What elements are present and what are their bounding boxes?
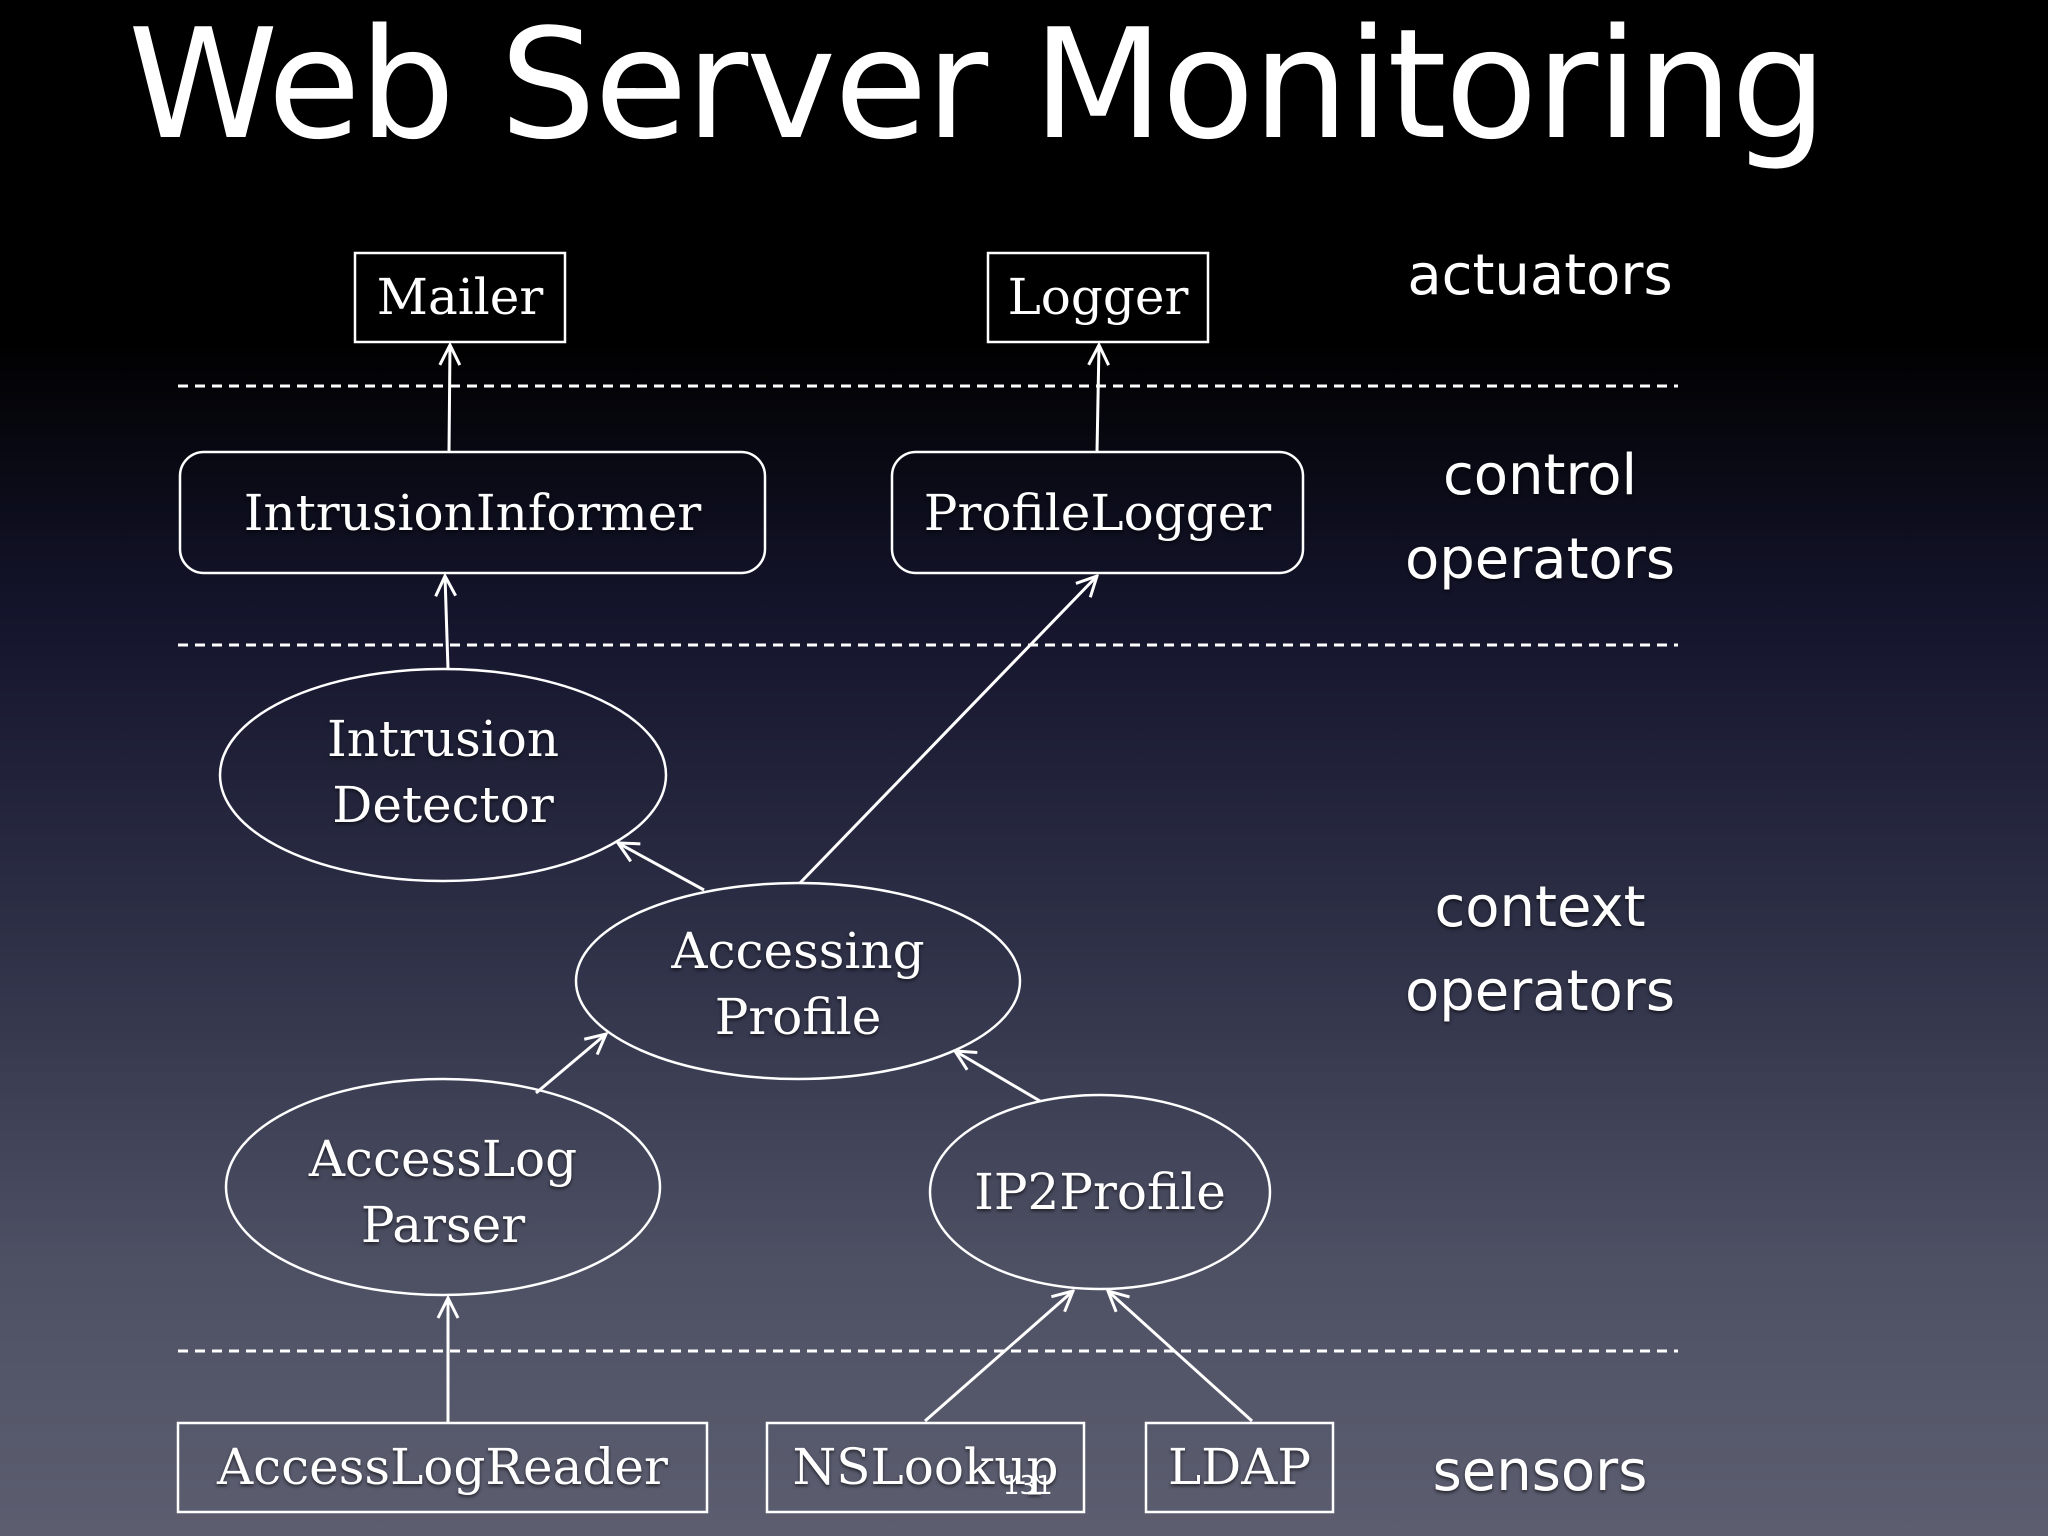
layer-label-control-operators: control operators <box>1350 434 1730 602</box>
ip2profile-label: IP2Profile <box>974 1163 1226 1221</box>
access-log-parser-ellipse <box>224 1077 662 1297</box>
logger-node: Logger <box>988 264 1208 330</box>
ldap-box <box>1144 1421 1335 1514</box>
profile-logger-label: ProfileLogger <box>923 484 1272 542</box>
control-operators-line1: control <box>1442 443 1638 508</box>
arrow-profilelogger-to-logger <box>1097 345 1099 453</box>
slide-title: Web Server Monitoring <box>128 0 1827 173</box>
mailer-node: Mailer <box>355 264 565 330</box>
accessing-profile-label-line1: Accessing <box>671 922 925 980</box>
access-log-reader-label: AccessLogReader <box>217 1438 668 1496</box>
ip2profile-node: IP2Profile <box>930 1159 1270 1225</box>
intrusion-informer-node: IntrusionInformer <box>180 480 765 546</box>
accessing-profile-label-line2: Profile <box>714 988 882 1046</box>
ldap-node: LDAP <box>1146 1434 1333 1500</box>
ip2profile-ellipse <box>928 1093 1272 1291</box>
access-log-reader-node: AccessLogReader <box>178 1434 707 1500</box>
accessing-profile-ellipse <box>574 881 1022 1081</box>
arrow-ip2profile-to-profile <box>955 1051 1041 1103</box>
intrusion-informer-label: IntrusionInformer <box>243 484 702 542</box>
access-log-parser-label-line2: Parser <box>360 1196 526 1254</box>
ns-lookup-node: NSLookup <box>767 1434 1084 1500</box>
access-log-parser-node: AccessLog Parser <box>226 1126 660 1258</box>
profile-logger-node: ProfileLogger <box>892 480 1303 546</box>
arrow-profile-to-detector <box>618 843 705 892</box>
arrow-detector-to-informer <box>445 576 448 670</box>
intrusion-detector-node: Intrusion Detector <box>220 706 666 838</box>
arrow-informer-to-mailer <box>449 345 450 453</box>
access-log-reader-box <box>176 1421 709 1514</box>
ldap-label: LDAP <box>1167 1438 1312 1496</box>
context-operators-line1: context <box>1434 875 1646 940</box>
arrow-nslookup-to-ip2profile <box>924 1291 1073 1423</box>
arrow-parser-to-profile <box>535 1034 606 1095</box>
arrow-ldap-to-ip2profile <box>1108 1291 1254 1423</box>
layer-label-actuators: actuators <box>1407 243 1673 308</box>
accessing-profile-node: Accessing Profile <box>576 918 1020 1050</box>
intrusion-informer-box <box>178 450 767 575</box>
logger-box <box>986 251 1210 344</box>
layer-label-context-operators: context operators <box>1350 866 1730 1034</box>
intrusion-detector-label-line2: Detector <box>332 776 554 834</box>
layer-label-sensors: sensors <box>1432 1439 1648 1504</box>
logger-label: Logger <box>1007 268 1189 326</box>
intrusion-detector-label-line1: Intrusion <box>326 710 560 768</box>
intrusion-detector-ellipse <box>218 667 668 883</box>
control-operators-line2: operators <box>1404 527 1676 592</box>
ns-lookup-box <box>765 1421 1086 1514</box>
ns-lookup-label: NSLookup <box>792 1438 1059 1496</box>
context-operators-line2: operators <box>1404 959 1676 1024</box>
access-log-parser-label-line1: AccessLog <box>308 1130 578 1188</box>
mailer-box <box>353 251 567 344</box>
page-number: 131 <box>1003 1471 1053 1501</box>
mailer-label: Mailer <box>376 268 544 326</box>
arrow-profile-to-profilelogger <box>798 576 1097 885</box>
